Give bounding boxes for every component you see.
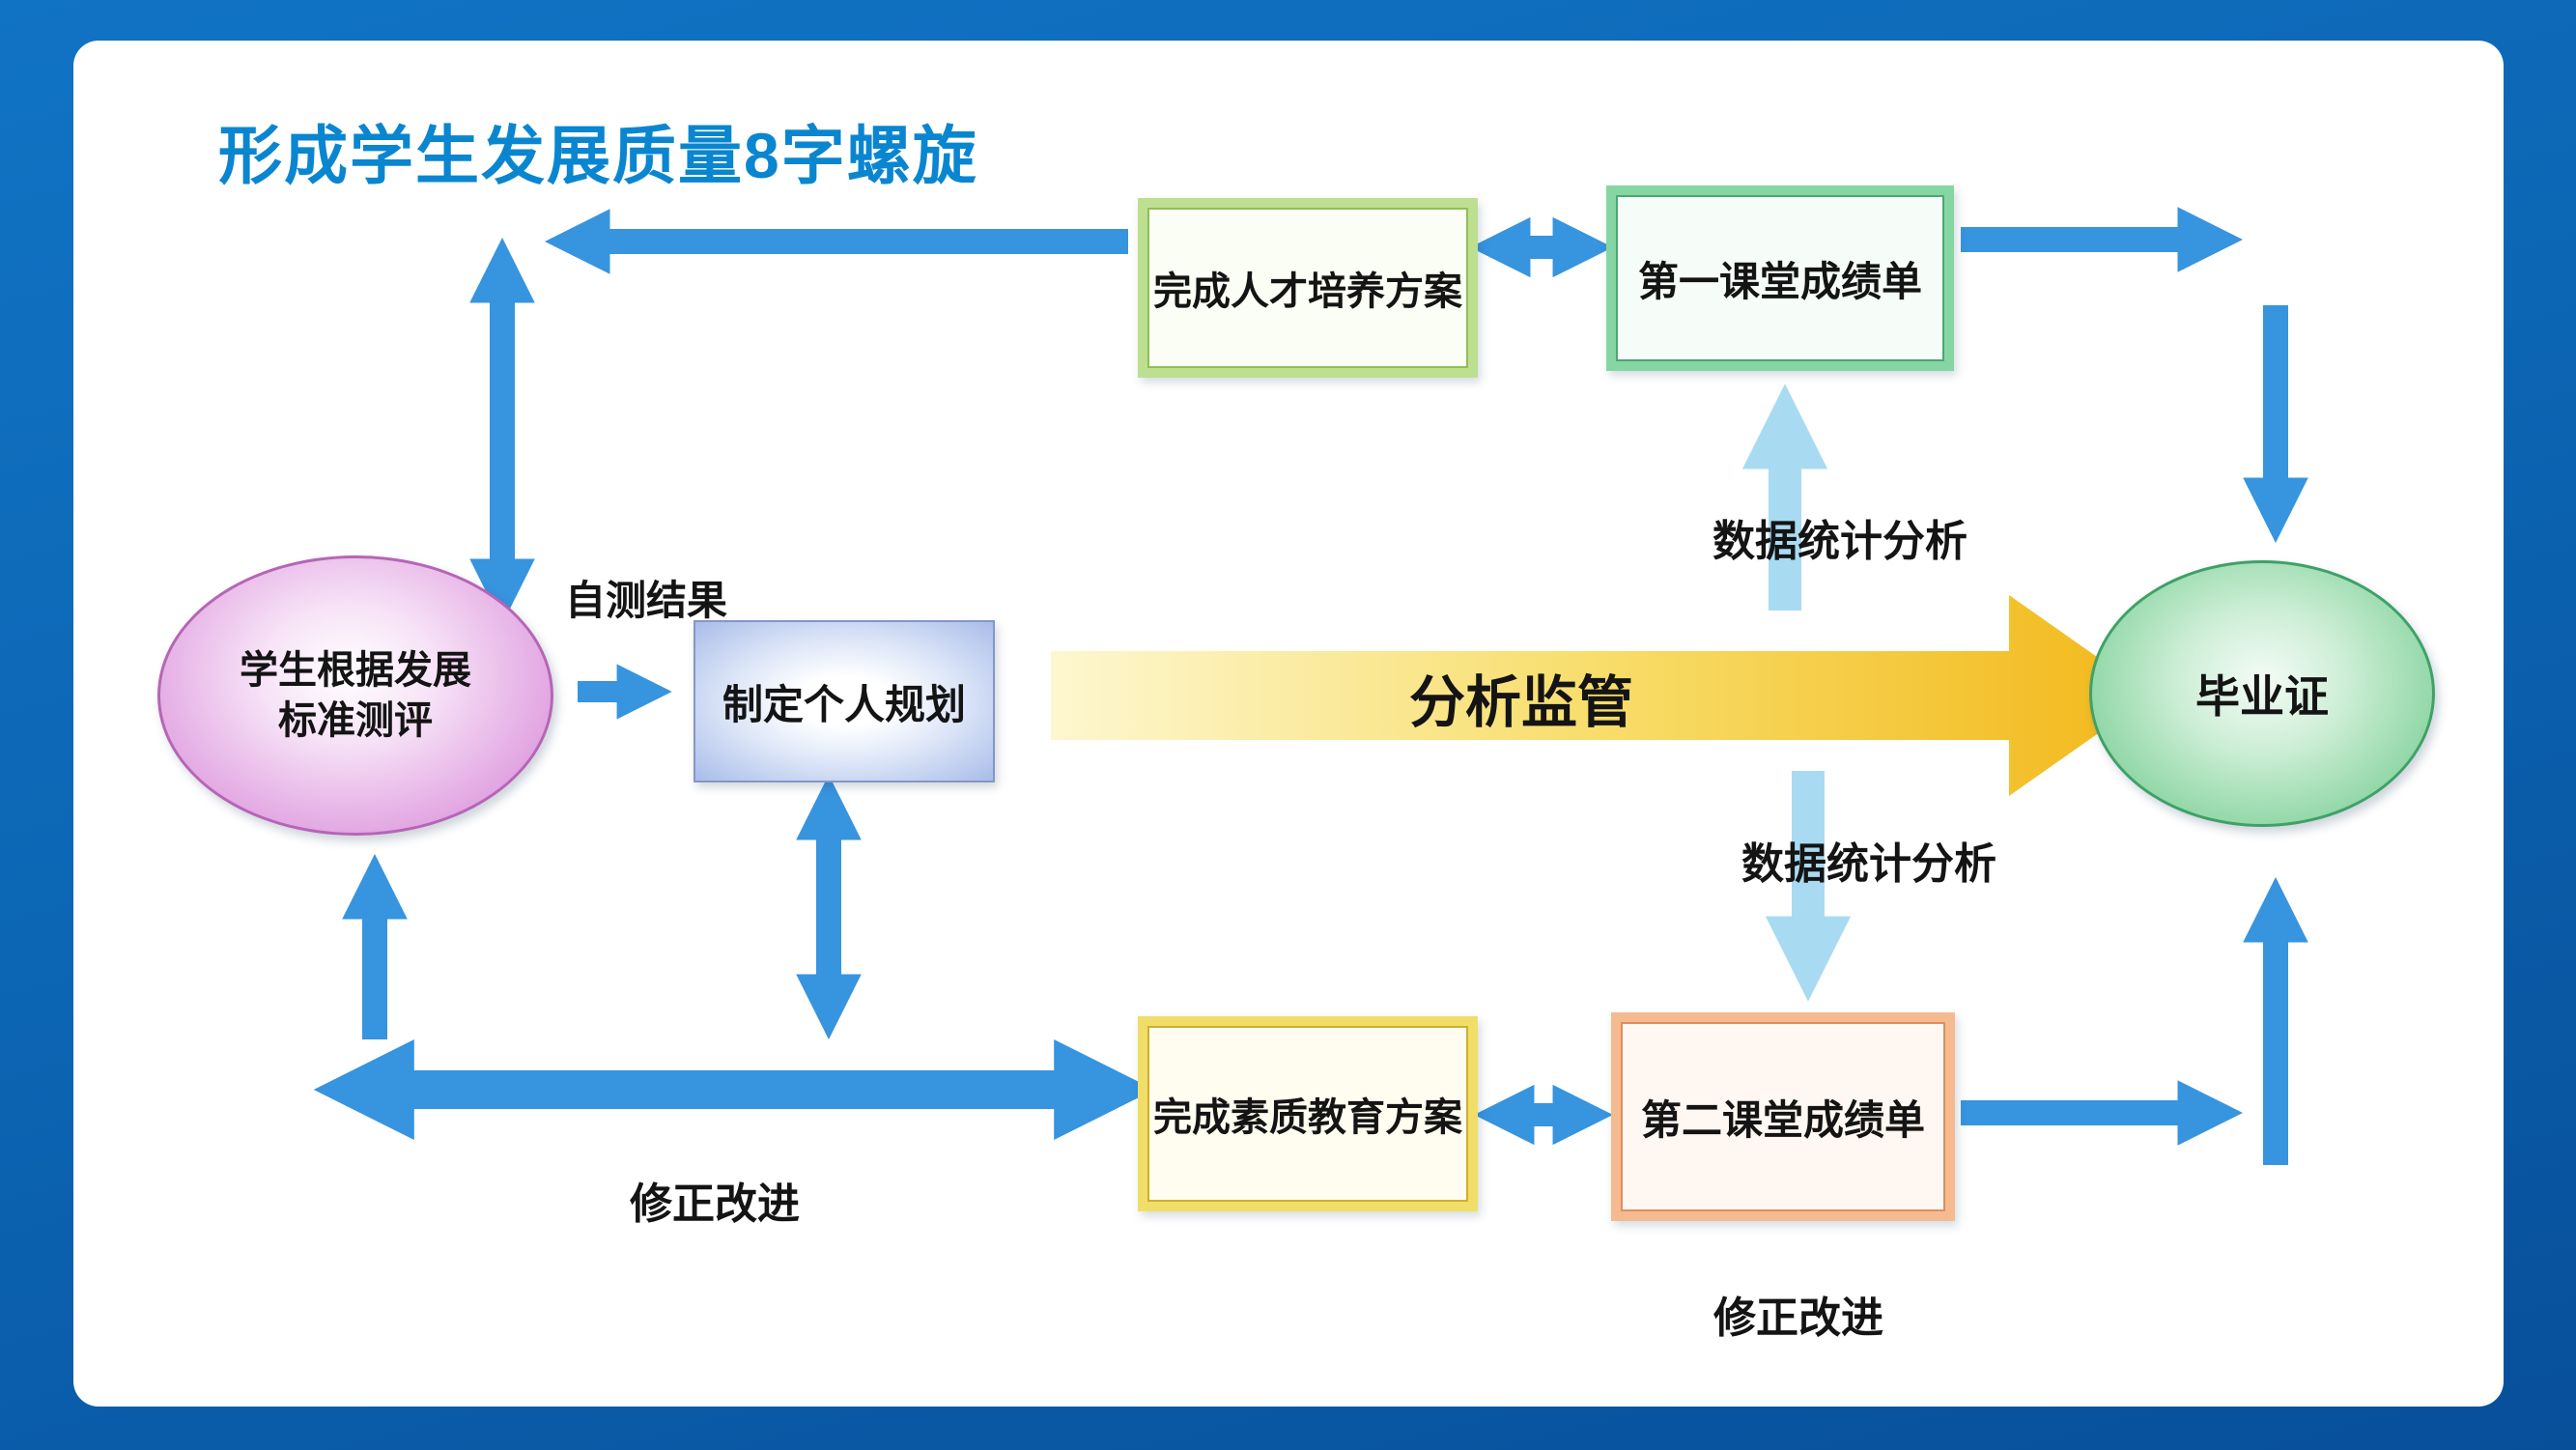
label-revise-improve-right: 修正改进: [1713, 1294, 1883, 1342]
label-analysis-supervision: 分析监管: [1408, 671, 1633, 734]
student-assessment-line1: 学生根据发展: [240, 649, 471, 692]
page-title: 形成学生发展质量8字螺旋: [218, 120, 978, 191]
analysis-supervision-arrow: [1051, 595, 2152, 796]
label-self-test-result: 自测结果: [565, 578, 728, 623]
node-student-assessment: 学生根据发展 标准测评: [157, 555, 553, 836]
student-assessment-line2: 标准测评: [278, 699, 433, 742]
label-revise-improve-left: 修正改进: [630, 1180, 800, 1228]
node-personal-plan: 制定个人规划: [694, 620, 995, 782]
node-diploma: 毕业证: [2089, 560, 2435, 827]
node-second-classroom-report: 第二课堂成绩单: [1611, 1012, 1955, 1221]
node-quality-education-plan: 完成素质教育方案: [1138, 1016, 1478, 1211]
label-data-statistics-top: 数据统计分析: [1713, 518, 1967, 565]
label-data-statistics-bottom: 数据统计分析: [1741, 840, 1996, 888]
node-first-classroom-report: 第一课堂成绩单: [1606, 185, 1954, 371]
node-talent-training-plan: 完成人才培养方案: [1138, 198, 1478, 378]
